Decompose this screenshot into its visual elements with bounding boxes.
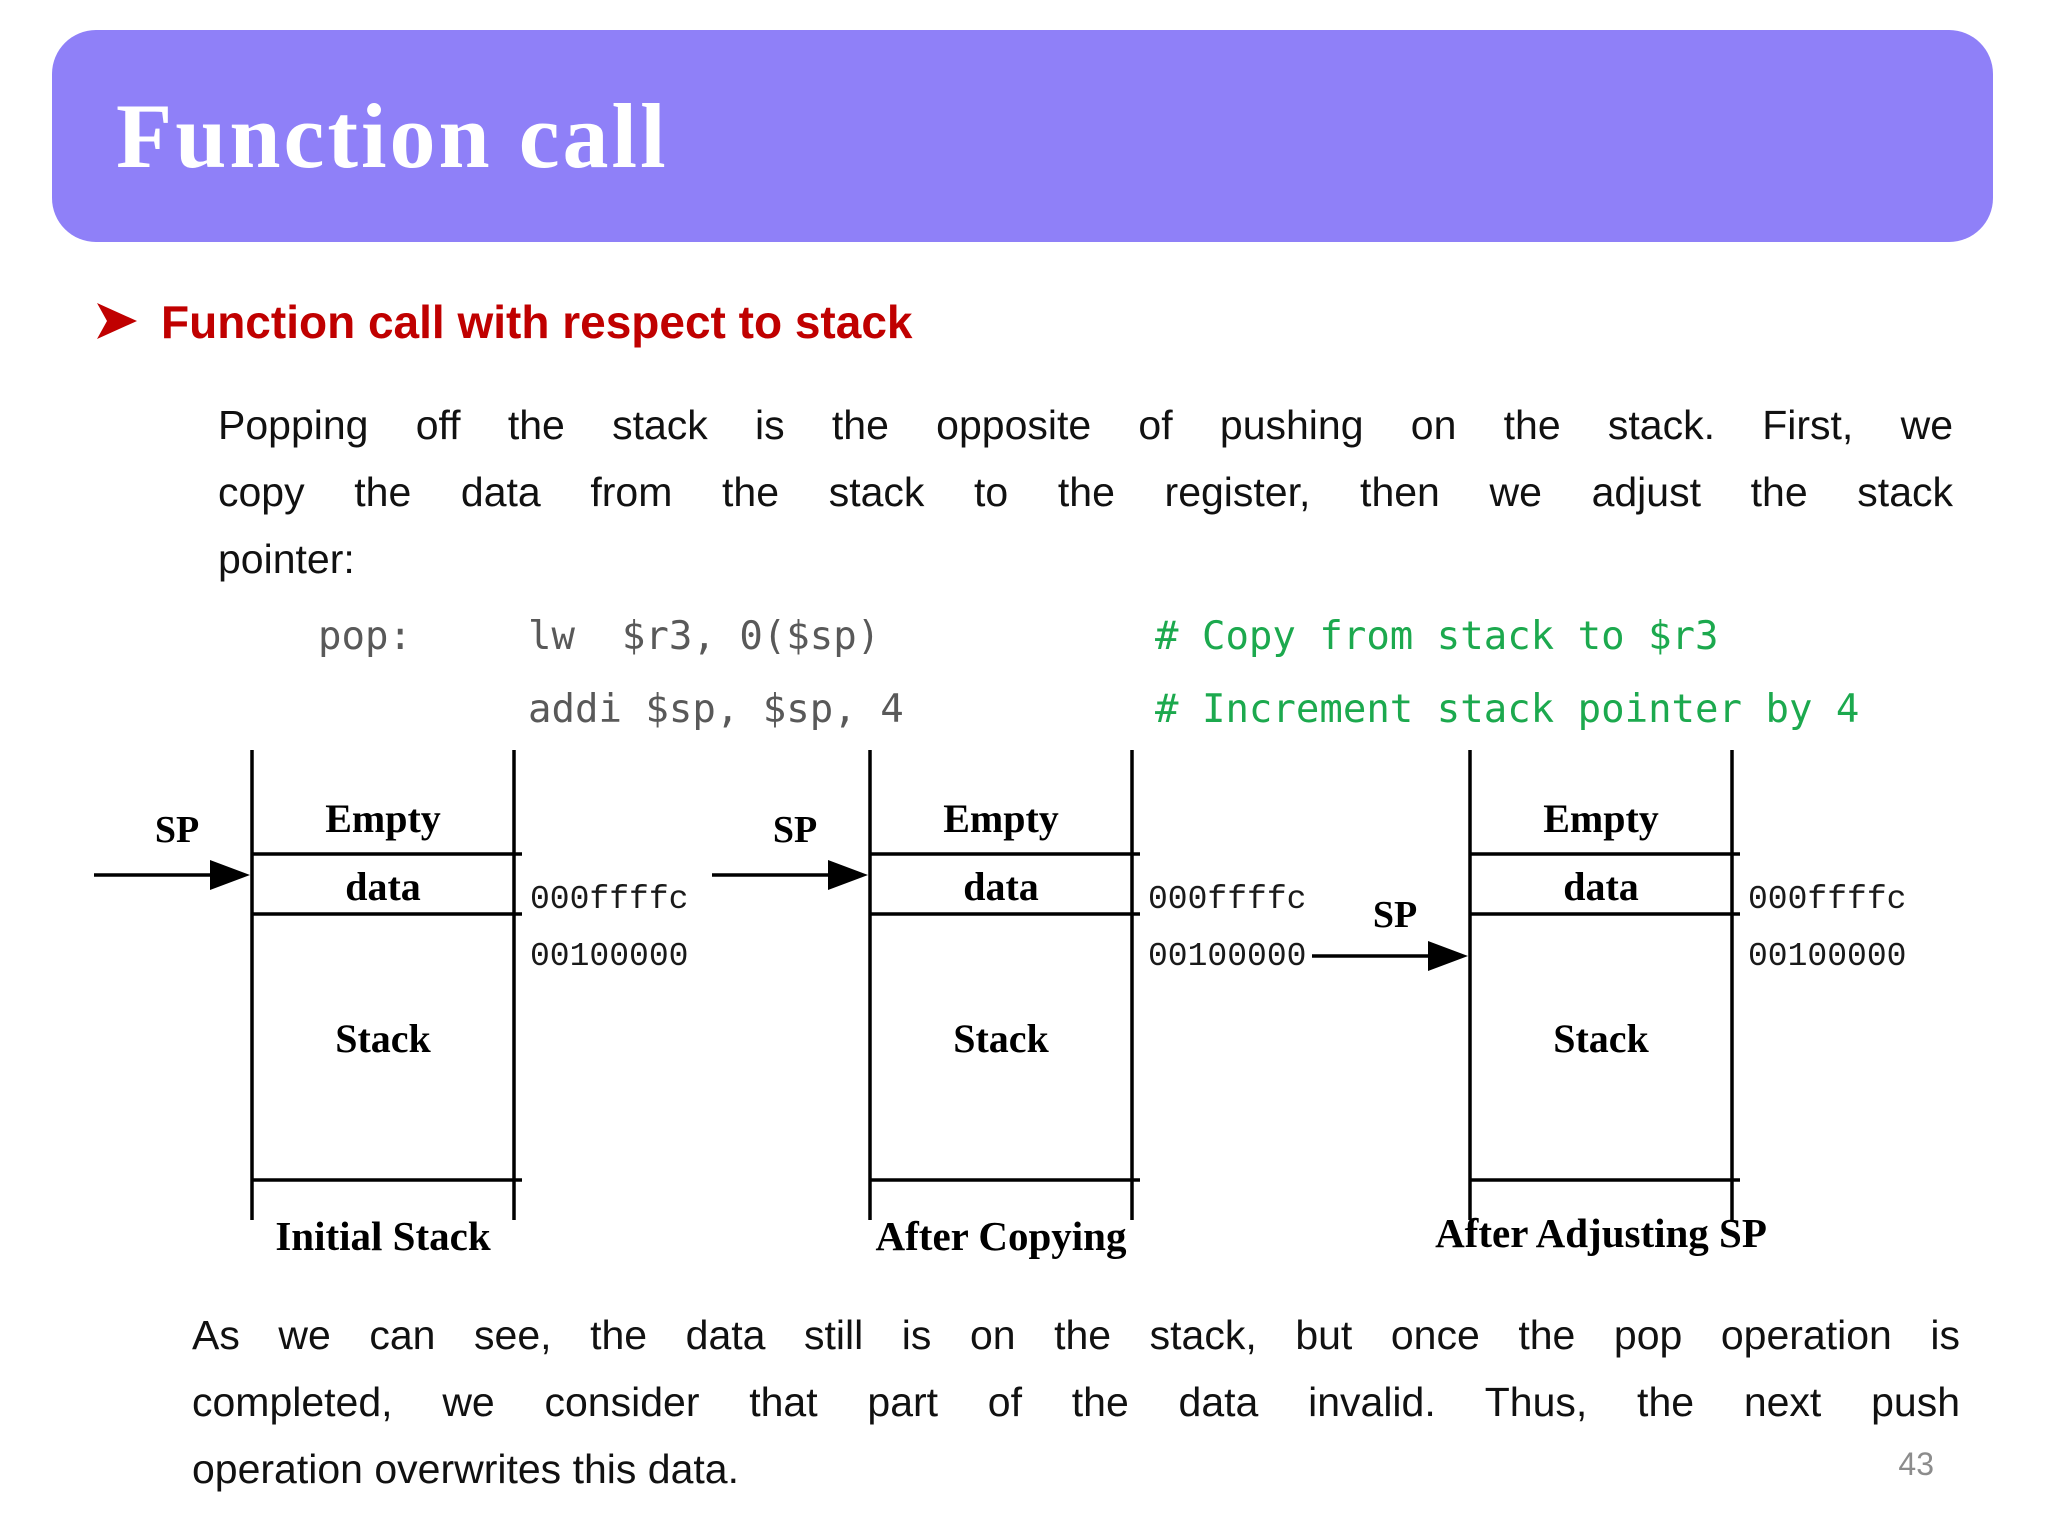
paragraph-line: copy the data from the stack to the regi… <box>218 469 1953 515</box>
stack-diagram-after-adjusting-sp: Empty data Stack SP 000ffffc 00100000 Af… <box>1300 742 1940 1302</box>
address-bottom: 00100000 <box>530 938 688 975</box>
cell-label-empty: Empty <box>943 796 1059 841</box>
section-heading: Function call with respect to stack <box>95 298 913 346</box>
stack-diagram-svg: Empty data Stack SP 000ffffc 00100000 Af… <box>712 750 1306 1259</box>
section-heading-label: Function call with respect to stack <box>161 296 913 348</box>
title-bar: Function call <box>52 30 1993 242</box>
sp-label: SP <box>155 809 199 851</box>
sp-arrow-icon <box>1312 941 1468 971</box>
code-line: addi $sp, $sp, 4 # Increment stack point… <box>318 673 1859 746</box>
code-line: pop: lw $r3, 0($sp) # Copy from stack to… <box>318 600 1859 673</box>
cell-label-stack: Stack <box>335 1016 431 1061</box>
paragraph-line: Popping off the stack is the opposite of… <box>218 402 1953 448</box>
code-comment: # Increment stack pointer by 4 <box>1155 687 1860 732</box>
cell-label-data: data <box>345 864 421 909</box>
sp-label: SP <box>1373 894 1417 936</box>
cell-label-stack: Stack <box>953 1016 1049 1061</box>
paragraph-line: As we can see, the data still is on the … <box>192 1312 1960 1358</box>
cell-label-data: data <box>1563 864 1639 909</box>
code-instruction: lw $r3, 0($sp) <box>528 614 881 659</box>
diagram-caption: After Adjusting SP <box>1435 1210 1767 1256</box>
sp-arrow-icon <box>712 860 868 890</box>
diagram-caption: Initial Stack <box>275 1213 490 1259</box>
intro-paragraph: Popping off the stack is the opposite of… <box>218 392 1953 593</box>
dart-arrow-icon <box>97 303 137 339</box>
sp-label: SP <box>773 809 817 851</box>
stack-diagram-initial: Empty data Stack SP 000ffffc 00100000 In… <box>82 742 722 1302</box>
paragraph-line: operation overwrites this data. <box>192 1446 739 1492</box>
stack-diagram-after-copying: Empty data Stack SP 000ffffc 00100000 Af… <box>700 742 1340 1302</box>
address-top: 000ffffc <box>1748 881 1906 918</box>
closing-paragraph: As we can see, the data still is on the … <box>192 1302 1960 1503</box>
page-number: 43 <box>1898 1446 1934 1482</box>
diagram-caption: After Copying <box>876 1213 1127 1259</box>
cell-label-empty: Empty <box>1543 796 1659 841</box>
cell-label-data: data <box>963 864 1039 909</box>
address-top: 000ffffc <box>1148 881 1306 918</box>
code-comment: # Copy from stack to $r3 <box>1155 614 1719 659</box>
slide-title: Function call <box>116 85 669 187</box>
cell-label-stack: Stack <box>1553 1016 1649 1061</box>
stack-diagram-svg: Empty data Stack SP 000ffffc 00100000 In… <box>94 750 688 1259</box>
address-bottom: 00100000 <box>1148 938 1306 975</box>
cell-label-empty: Empty <box>325 796 441 841</box>
address-bottom: 00100000 <box>1748 938 1906 975</box>
sp-arrow-icon <box>94 860 250 890</box>
stack-diagram-svg: Empty data Stack SP 000ffffc 00100000 Af… <box>1312 750 1906 1256</box>
paragraph-line: pointer: <box>218 536 355 582</box>
code-label <box>318 673 528 746</box>
paragraph-line: completed, we consider that part of the … <box>192 1379 1960 1425</box>
address-top: 000ffffc <box>530 881 688 918</box>
code-block: pop: lw $r3, 0($sp) # Copy from stack to… <box>318 600 1859 746</box>
code-label: pop: <box>318 614 412 659</box>
code-instruction: addi $sp, $sp, 4 <box>528 687 904 732</box>
